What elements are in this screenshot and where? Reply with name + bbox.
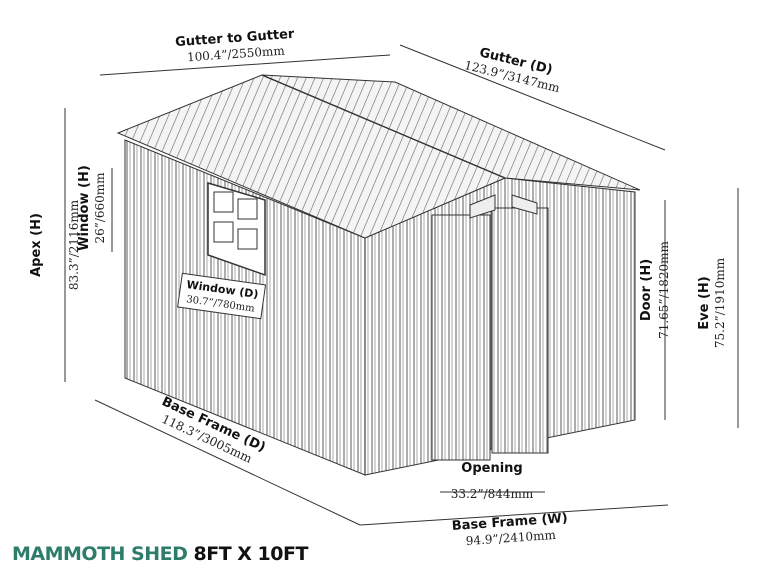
eve-h-value: 75.2”/1910mm [713, 257, 727, 348]
opening-label: Opening [461, 461, 522, 476]
opening-value: 33.2”/844mm [451, 487, 534, 501]
window-h-value: 26”/660mm [93, 172, 107, 244]
product-size: 8FT X 10FT [193, 543, 309, 565]
apex-h-label: Apex (H) [29, 213, 44, 277]
door-h-value: 71.65”/1820mm [657, 240, 671, 338]
door-h-label: Door (H) [639, 259, 654, 321]
vent-icon [511, 194, 538, 215]
dimension-lines [64, 44, 739, 526]
product-title: MAMMOTH SHED 8FT X 10FT [12, 543, 308, 565]
product-brand: MAMMOTH SHED [12, 543, 188, 565]
window-h-label: Window (H) [77, 165, 92, 251]
door-left [431, 214, 491, 461]
vent-icon [469, 194, 496, 219]
gutter-to-gutter-value: 100.4”/2550mm [187, 44, 286, 65]
apex-h-value: 83.3”/2116mm [67, 199, 81, 290]
door-right [491, 207, 549, 454]
base-frame-w-value: 94.9”/2410mm [465, 528, 557, 548]
eve-h-label: Eve (H) [697, 276, 712, 329]
